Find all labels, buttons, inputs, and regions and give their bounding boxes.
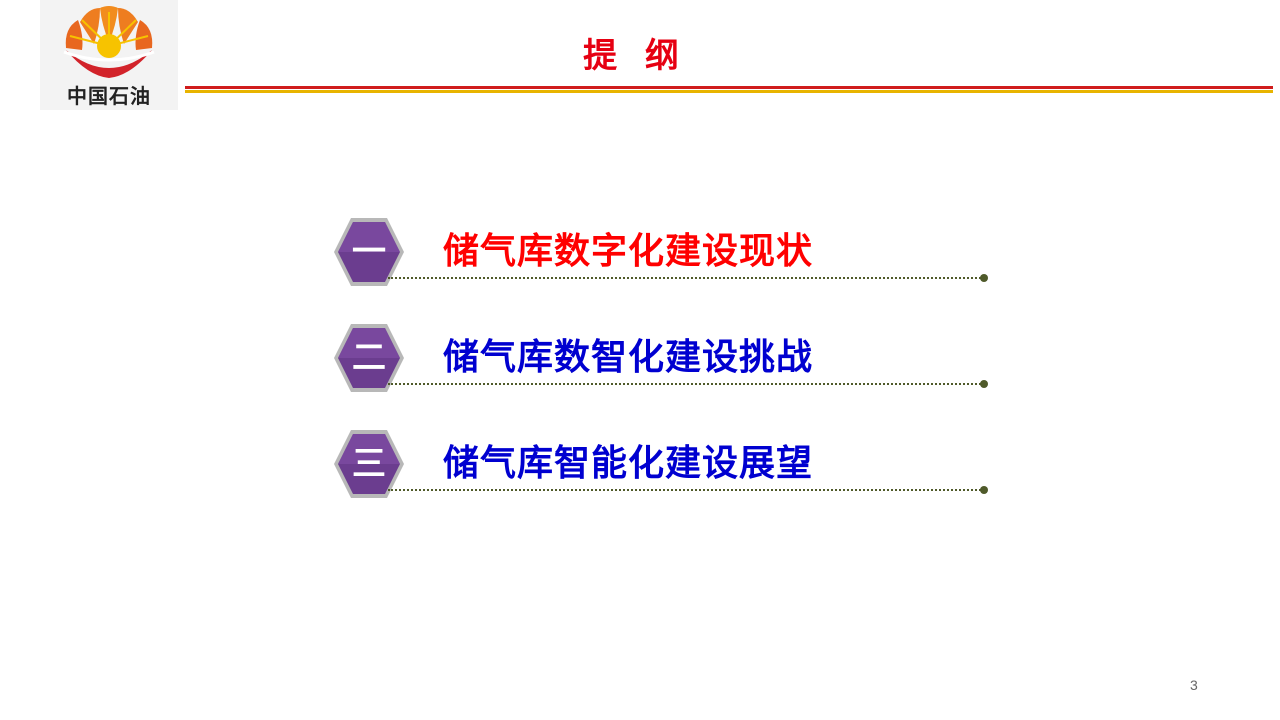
- dotted-leader: [388, 383, 984, 385]
- hexagon-badge-icon: [334, 324, 404, 392]
- company-logo: 中国石油: [40, 0, 178, 110]
- outline-label: 储气库数字化建设现状: [443, 231, 814, 272]
- outline-numeral: 三: [352, 444, 386, 484]
- hexagon-badge-icon: [334, 430, 404, 498]
- outline-item-1[interactable]: 一 储气库数字化建设现状: [333, 216, 993, 292]
- outline-label: 储气库智能化建设展望: [443, 443, 814, 484]
- header-rule-gold: [185, 90, 1273, 93]
- dotted-leader: [388, 277, 984, 279]
- leader-end-dot: [980, 380, 988, 388]
- page-title: 提 纲: [583, 36, 687, 76]
- outline-label: 储气库数智化建设挑战: [443, 337, 814, 378]
- header-rule-red: [185, 86, 1273, 89]
- dotted-leader: [388, 489, 984, 491]
- outline-numeral: 一: [352, 232, 386, 272]
- outline-item-2[interactable]: 二 储气库数智化建设挑战: [333, 322, 993, 398]
- leader-end-dot: [980, 274, 988, 282]
- outline-numeral: 二: [352, 338, 386, 378]
- outline-item-3[interactable]: 三 储气库智能化建设展望: [333, 428, 993, 504]
- page-number: 3: [1190, 677, 1198, 693]
- petrochina-sunflower-logo: [63, 6, 155, 78]
- leader-end-dot: [980, 486, 988, 494]
- hexagon-badge-icon: [334, 218, 404, 286]
- logo-text: 中国石油: [67, 84, 151, 108]
